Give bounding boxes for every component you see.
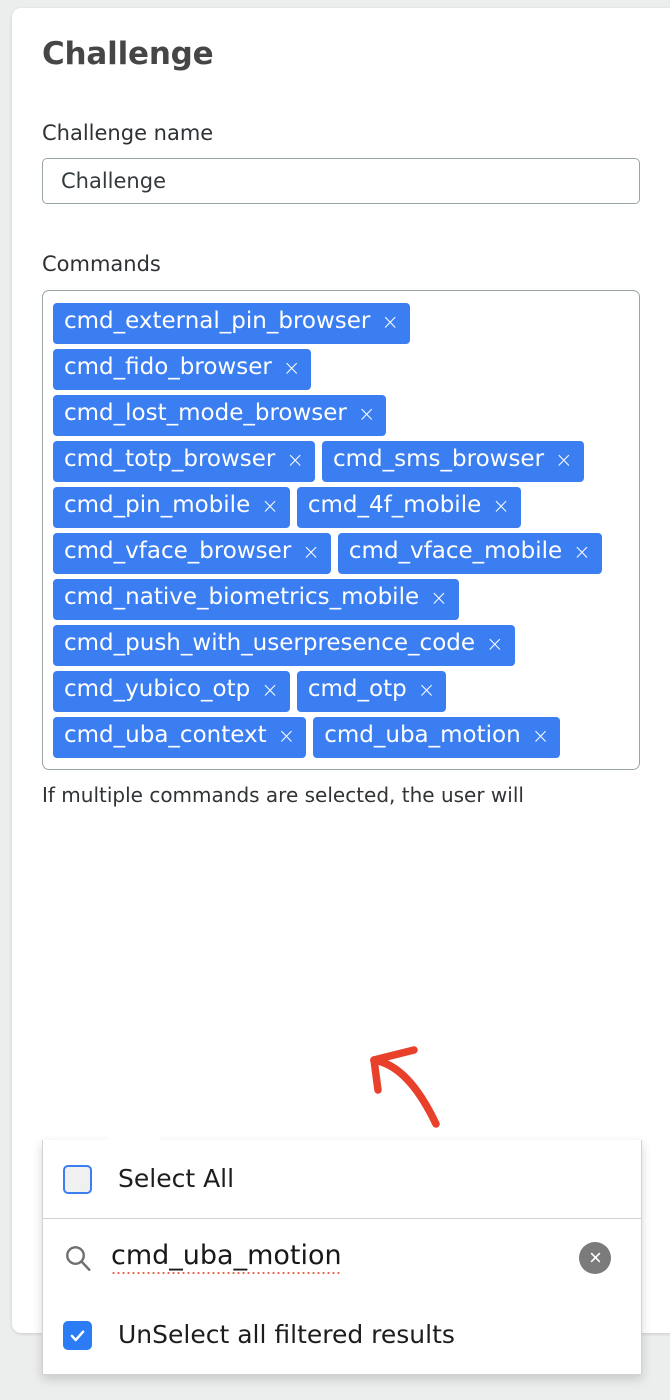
command-chip-remove-icon[interactable]: × <box>357 401 376 426</box>
command-chip[interactable]: cmd_yubico_otp × <box>53 670 290 712</box>
command-chip[interactable]: cmd_vface_browser × <box>53 532 331 574</box>
command-chip[interactable]: cmd_uba_motion × <box>313 716 561 758</box>
challenge-name-input[interactable] <box>42 158 640 205</box>
checkmark-icon <box>70 1329 85 1341</box>
command-chip-remove-icon[interactable]: × <box>430 585 448 610</box>
command-chip-label: cmd_totp_browser <box>64 446 276 473</box>
command-chip[interactable]: cmd_uba_context × <box>53 716 307 758</box>
command-chip-label: cmd_external_pin_browser <box>64 308 371 335</box>
command-chip[interactable]: cmd_pin_mobile × <box>53 486 290 528</box>
select-all-label: Select All <box>118 1164 235 1193</box>
command-chip-label: cmd_uba_motion <box>324 722 521 749</box>
page-title: Challenge <box>42 36 214 72</box>
command-chip-label: cmd_vface_browser <box>64 538 292 565</box>
command-chip-label: cmd_sms_browser <box>333 446 545 473</box>
command-chip[interactable]: cmd_external_pin_browser × <box>53 302 410 344</box>
command-chip-label: cmd_yubico_otp <box>64 676 251 703</box>
command-chip-label: cmd_vface_mobile <box>348 538 563 565</box>
commands-helper-text: If multiple commands are selected, the u… <box>42 782 524 807</box>
dropdown-item-select-all[interactable]: Select All <box>43 1140 641 1218</box>
dropdown-item-unselect-all-filtered[interactable]: UnSelect all filtered results <box>43 1296 641 1374</box>
command-chip-label: cmd_otp <box>307 676 407 703</box>
command-chip-remove-icon[interactable]: × <box>492 493 510 518</box>
command-chip-remove-icon[interactable]: × <box>417 677 436 702</box>
commands-dropdown-panel[interactable]: Select All cmd_uba_motion <box>42 1113 642 1375</box>
command-chip[interactable]: cmd_sms_browser × <box>322 440 584 482</box>
select-all-checkbox[interactable] <box>63 1164 92 1194</box>
command-chip[interactable]: cmd_lost_mode_browser × <box>53 394 387 436</box>
challenge-card: Challenge Challenge name Commands cmd_ex… <box>12 8 670 1333</box>
command-chip[interactable]: cmd_fido_browser × <box>53 348 312 390</box>
search-clear-button[interactable] <box>579 1241 611 1274</box>
dropdown-search-row[interactable]: cmd_uba_motion <box>43 1218 641 1296</box>
command-chip-label: cmd_native_biometrics_mobile <box>64 584 420 611</box>
command-chip-label: cmd_4f_mobile <box>307 492 482 519</box>
command-chip-remove-icon[interactable]: × <box>486 631 504 656</box>
command-chip-label: cmd_fido_browser <box>64 354 272 381</box>
command-chip-remove-icon[interactable]: × <box>277 723 296 748</box>
challenge-card-body: Challenge Challenge name Commands cmd_ex… <box>42 30 640 808</box>
command-chip-label: cmd_push_with_userpresence_code <box>64 630 476 657</box>
dropdown-search-input[interactable]: cmd_uba_motion <box>111 1240 342 1275</box>
command-chip[interactable]: cmd_totp_browser × <box>53 440 315 482</box>
dropdown-search-input-wrap[interactable]: cmd_uba_motion <box>111 1240 579 1275</box>
command-chip-label: cmd_uba_context <box>64 722 267 749</box>
command-chip[interactable]: cmd_push_with_userpresence_code × <box>53 624 515 666</box>
command-chip-remove-icon[interactable]: × <box>531 723 550 748</box>
search-icon <box>66 1245 91 1271</box>
command-chip-label: cmd_lost_mode_browser <box>64 400 347 427</box>
commands-multiselect[interactable]: cmd_external_pin_browser×cmd_fido_browse… <box>42 289 640 770</box>
command-chip-remove-icon[interactable]: × <box>261 493 279 518</box>
command-chip-remove-icon[interactable]: × <box>261 677 279 702</box>
close-icon <box>590 1252 600 1263</box>
command-chip[interactable]: cmd_otp × <box>296 670 447 712</box>
command-chip-remove-icon[interactable]: × <box>573 539 591 564</box>
command-chip-remove-icon[interactable]: × <box>555 447 573 472</box>
dropdown-caret-icon <box>106 1113 162 1141</box>
command-chip[interactable]: cmd_vface_mobile × <box>337 532 602 574</box>
command-chip-remove-icon[interactable]: × <box>286 447 304 472</box>
command-chip-remove-icon[interactable]: × <box>282 355 301 380</box>
command-chip-label: cmd_pin_mobile <box>64 492 251 519</box>
unselect-all-filtered-checkbox[interactable] <box>63 1320 92 1350</box>
command-chip-remove-icon[interactable]: × <box>302 539 320 564</box>
command-chip[interactable]: cmd_4f_mobile × <box>296 486 521 528</box>
challenge-name-label: Challenge name <box>42 121 214 146</box>
commands-label: Commands <box>42 252 161 277</box>
unselect-all-filtered-label: UnSelect all filtered results <box>118 1320 455 1349</box>
command-chip[interactable]: cmd_native_biometrics_mobile × <box>53 578 459 620</box>
command-chip-remove-icon[interactable]: × <box>381 309 399 334</box>
